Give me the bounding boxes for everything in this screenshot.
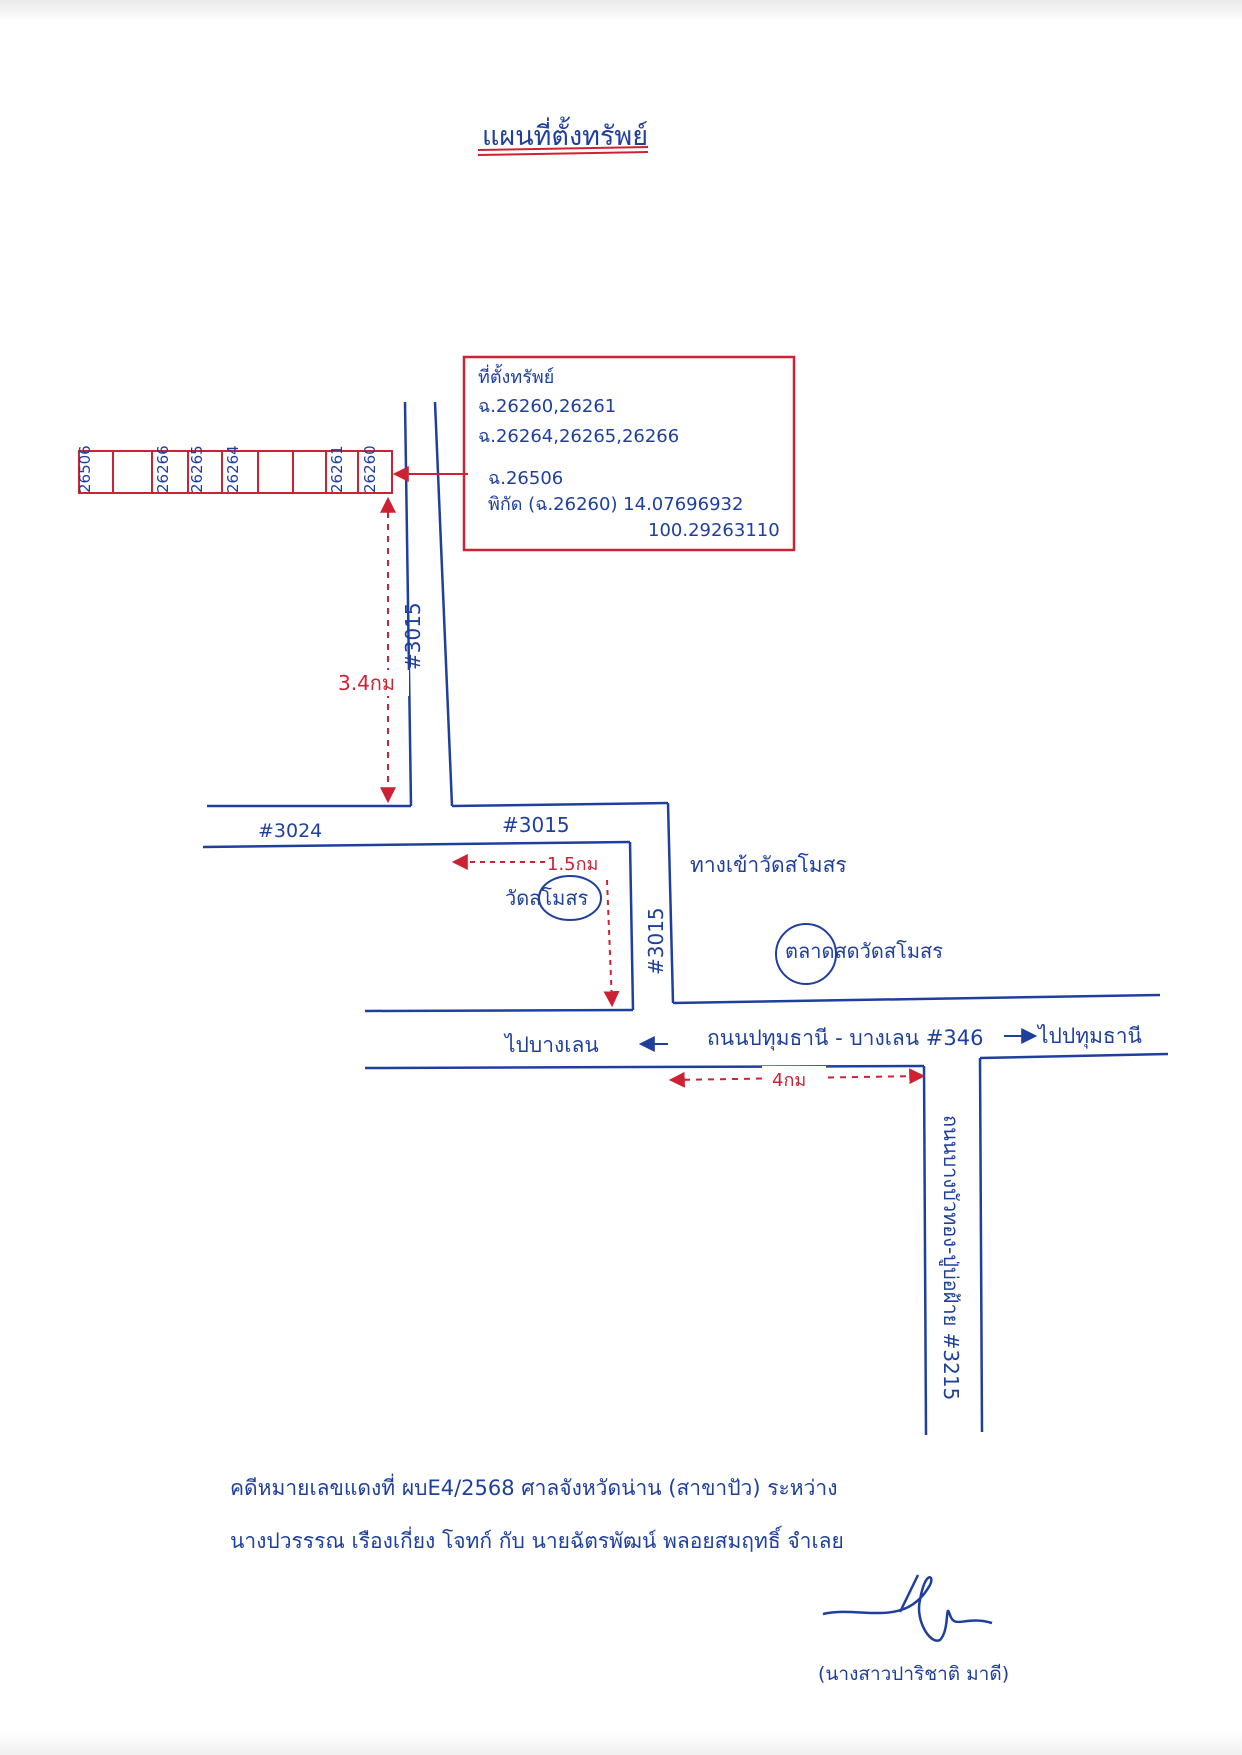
distance-main-road-label-bg — [762, 1066, 826, 1092]
road-3215-label: ถนนบางบัวทอง-ปู่บ่อฝ้าย #3215 — [938, 1115, 963, 1400]
title-underline — [477, 146, 649, 151]
case-text-line-2: นางปวรรรณ เรืองเกี่ยง โจทก์ กับ นายฉัตรพ… — [230, 1525, 844, 1553]
property-line-4: พิกัด (ฉ.26260) 14.07696932 — [488, 494, 743, 515]
signature-name-caption: (นางสาวปาริชาติ มาดี) — [818, 1663, 1009, 1685]
road-3215-right-edge — [978, 1057, 984, 1433]
map-title: แผนที่ตั้งทรัพย์ — [482, 116, 648, 152]
distance-vertical-label-bg — [333, 670, 409, 696]
road-3024-lower-edge — [202, 840, 631, 849]
parcel-numbers: 26506 26266 26265 26264 26261 26260 — [76, 445, 379, 493]
main-road-lower-right-edge — [979, 1052, 1169, 1060]
property-info-text: ที่ตั้งทรัพย์ ฉ.26260,26261 ฉ.26264,2626… — [478, 364, 780, 541]
parcel-number: 26264 — [224, 445, 242, 493]
parcel-strip-outline — [78, 450, 393, 494]
road-3024-label: #3024 — [258, 820, 322, 842]
property-line-2: ฉ.26264,26265,26266 — [478, 426, 679, 447]
distance-temple-label: 1.5กม — [547, 854, 598, 875]
main-road-label: ถนนปทุมธานี - บางเลน #346 — [707, 1026, 983, 1051]
signature-mark — [822, 1576, 993, 1642]
main-road-lower-left-edge — [364, 1064, 925, 1070]
road-3215-left-edge — [922, 1065, 928, 1436]
distance-temple-vertical-line — [603, 879, 620, 1008]
temple-label: วัดสโมสร — [505, 886, 589, 910]
distance-main-road-label: 4กม — [772, 1070, 806, 1091]
property-line-1: ฉ.26260,26261 — [478, 396, 616, 417]
road-network — [202, 401, 1169, 1436]
to-pathumthani-label: ไปปทุมธานี — [1036, 1024, 1142, 1049]
parcel-number: 26261 — [328, 445, 346, 493]
title-underline-second — [477, 151, 649, 156]
signature-stroke — [898, 1574, 920, 1613]
property-line-5: 100.29263110 — [648, 520, 780, 541]
parcel-number: 26266 — [154, 445, 172, 493]
main-road-upper-left-edge — [364, 1008, 634, 1013]
market-label: ตลาดสดวัดสโมสร — [785, 939, 943, 963]
temple-entrance-label: ทางเข้าวัดสโมสร — [690, 853, 847, 877]
road-3015-junction-label: #3015 — [502, 813, 570, 837]
distance-vertical-label: 3.4กม — [338, 671, 395, 695]
main-road-upper-right-edge — [672, 993, 1161, 1005]
road-3015-lower-label: #3015 — [644, 907, 668, 975]
parcel-number: 26260 — [361, 445, 379, 493]
road-3015-right-edge — [433, 401, 454, 807]
parcel-number: 26265 — [188, 445, 206, 493]
parcel-number: 26506 — [76, 445, 94, 493]
to-banglen-label: ไปบางเลน — [503, 1033, 599, 1057]
case-text-line-1: คดีหมายเลขแดงที่ ผบE4/2568 ศาลจังหวัดน่า… — [230, 1473, 837, 1500]
property-line-3: ฉ.26506 — [488, 468, 563, 489]
property-heading: ที่ตั้งทรัพย์ — [478, 364, 554, 388]
road-3015-lower-right-edge — [666, 802, 675, 1004]
parcel-strip — [78, 450, 393, 494]
temple-circle — [538, 875, 602, 921]
road-3015-vertical-label: #3015 — [401, 602, 425, 670]
market-circle — [775, 923, 837, 985]
road-3015-lower-left-edge — [628, 841, 635, 1011]
road-3015-junction-upper-edge — [451, 801, 669, 808]
property-info-box — [462, 355, 796, 552]
